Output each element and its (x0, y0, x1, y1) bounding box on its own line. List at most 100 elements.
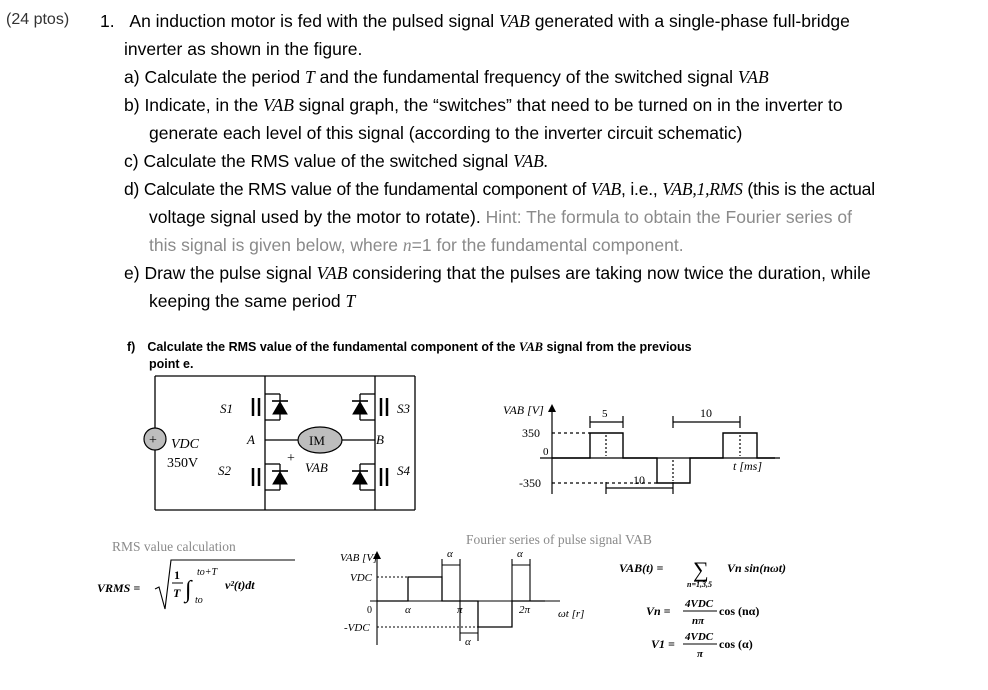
item-d-label: d) (124, 179, 140, 199)
sqrt-icon (154, 559, 295, 610)
node-a-label: A (246, 432, 255, 447)
rms-lhs: VRMS = (97, 581, 140, 595)
dc-source-icon (143, 427, 167, 451)
item-f-label: f) (127, 340, 136, 354)
pulse-period-bottom-label: 10 (633, 473, 645, 487)
switch-s2-label: S2 (218, 463, 232, 478)
item-e: e) Draw the pulse signal VAB considering… (124, 259, 871, 287)
item-d-var: VAB (590, 179, 622, 199)
switch-s4-label: S4 (397, 463, 411, 478)
vab-series-lhs: VAB(t) = (619, 561, 663, 575)
inverter-circuit-diagram: + IM S1 S2 S3 S4 A B + VAB VDC 350V (143, 375, 416, 511)
item-c: c) Calculate the RMS value of the switch… (124, 147, 548, 175)
item-d-text3: (this is the actual (742, 179, 875, 199)
fourier-signal-graph: VAB [V] VDC 0 -VDC α α α α π 2π ωt [r] (340, 548, 584, 648)
item-b: b) Indicate, in the VAB signal graph, th… (124, 91, 843, 119)
pulse-ytick-pos: 350 (522, 426, 540, 440)
item-b-line2: generate each level of this signal (acco… (149, 123, 743, 143)
fourier-waveform (377, 576, 545, 628)
fourier-ytick-pos: VDC (350, 572, 373, 584)
item-d-hint2a: this signal is given below, where (149, 235, 403, 255)
item-a-T: T (304, 67, 315, 87)
node-b-label: B (376, 432, 384, 447)
item-d-var2: VAB,1,RMS (662, 179, 743, 199)
item-b-label: b) (124, 95, 140, 115)
item-e-text1: Draw the pulse signal (144, 263, 317, 283)
sum-index: n=1,3,5 (687, 580, 712, 589)
item-f-var: VAB (518, 340, 543, 354)
fourier-alpha-dim-2: α (517, 548, 523, 560)
fourier-alpha-dim-1: α (447, 548, 453, 560)
sum-icon: ∑ (693, 557, 709, 582)
y-axis-arrow-icon (548, 404, 556, 412)
rms-title: RMS value calculation (112, 539, 236, 554)
item-e-line2-text: keeping the same period (149, 291, 346, 311)
item-d-hint2b: =1 for the fundamental component. (411, 235, 684, 255)
source-plus: + (149, 433, 157, 448)
fourier-alpha-label: α (405, 604, 411, 616)
question-intro-line2: inverter as shown in the figure. (124, 39, 363, 59)
item-a-text: Calculate the period (144, 67, 305, 87)
v1-lhs: V1 = (651, 637, 675, 651)
item-d: d) Calculate the RMS value of the fundam… (124, 175, 875, 203)
pulse-width-label: 5 (602, 408, 608, 420)
vn-denominator: nπ (692, 615, 705, 627)
sum-body: Vn sin(nωt) (727, 561, 786, 575)
item-a-label: a) (124, 67, 140, 87)
item-a-text2: and the fundamental frequency of the swi… (314, 67, 738, 87)
integral-icon: ∫ (183, 577, 193, 604)
item-d-line2: voltage signal used by the motor to rota… (149, 203, 852, 231)
fourier-pi-label: π (457, 604, 463, 616)
rms-frac-num: 1 (174, 568, 180, 582)
item-b-var: VAB (263, 95, 294, 115)
rms-lower-limit: to (195, 595, 203, 606)
intro-var: VAB (499, 11, 530, 31)
fourier-title: Fourier series of pulse signal VAB (466, 532, 652, 547)
vab-label: VAB (305, 460, 328, 475)
question-number: 1. (100, 11, 115, 31)
switch-s1-label: S1 (220, 401, 233, 416)
switch-s3-label: S3 (397, 401, 411, 416)
rms-integrand: v²(t)dt (225, 578, 255, 592)
item-e-text2: considering that the pulses are taking n… (347, 263, 871, 283)
vdc-label: VDC (171, 437, 200, 452)
item-d-text2: , i.e., (621, 179, 663, 199)
pulse-ytick-zero: 0 (543, 446, 549, 458)
item-d-hint1: Hint: The formula to obtain the Fourier … (485, 207, 852, 227)
diode-icon (352, 401, 368, 415)
vdc-value: 350V (167, 456, 198, 471)
item-c-label: c) (124, 151, 139, 171)
v1-denominator: π (697, 648, 704, 660)
pulse-period-top-label: 10 (700, 406, 712, 420)
fourier-ytick-zero: 0 (367, 605, 372, 616)
item-c-text: Calculate the RMS value of the switched … (143, 151, 514, 171)
vn-lhs: Vn = (646, 604, 671, 618)
pulse-signal-graph: VAB [V] 350 0 -350 5 10 10 t [ms] (503, 403, 780, 494)
item-f-text2: signal from the previous (543, 340, 692, 354)
rms-frac-den: T (173, 586, 181, 600)
rms-formula: VRMS = 1 T ∫ to+T to v²(t)dt (97, 559, 295, 610)
diode-icon (272, 471, 288, 485)
item-f: f)Calculate the RMS value of the fundame… (127, 339, 692, 373)
points-label: (24 ptos) (6, 11, 70, 28)
fourier-y-arrow-icon (373, 551, 381, 559)
vn-numerator: 4VDC (684, 598, 714, 610)
item-d-line2-text: voltage signal used by the motor to rota… (149, 207, 486, 227)
item-d-hint-line: this signal is given below, where n=1 fo… (149, 231, 684, 259)
fourier-2pi-label: 2π (519, 604, 531, 616)
v1-numerator: 4VDC (684, 631, 714, 643)
motor-label: IM (309, 433, 325, 448)
item-e-T: T (345, 291, 356, 311)
pulse-xlabel: t [ms] (733, 459, 762, 473)
item-c-var: VAB. (513, 151, 549, 171)
intro-text-2: generated with a single-phase full-bridg… (529, 11, 850, 31)
item-e-label: e) (124, 263, 140, 283)
question-intro: 1. An induction motor is fed with the pu… (100, 7, 850, 35)
item-e-line2: keeping the same period T (149, 287, 355, 315)
intro-text: An induction motor is fed with the pulse… (129, 11, 500, 31)
v1-cos: cos (α) (719, 637, 753, 651)
fourier-ytick-neg: -VDC (344, 622, 370, 634)
item-b-text1: Indicate, in the (144, 95, 264, 115)
item-d-text1: Calculate the RMS value of the fundament… (143, 179, 591, 199)
fourier-formulas: VAB(t) = ∑ n=1,3,5 Vn sin(nωt) Vn = 4VDC… (619, 557, 786, 660)
